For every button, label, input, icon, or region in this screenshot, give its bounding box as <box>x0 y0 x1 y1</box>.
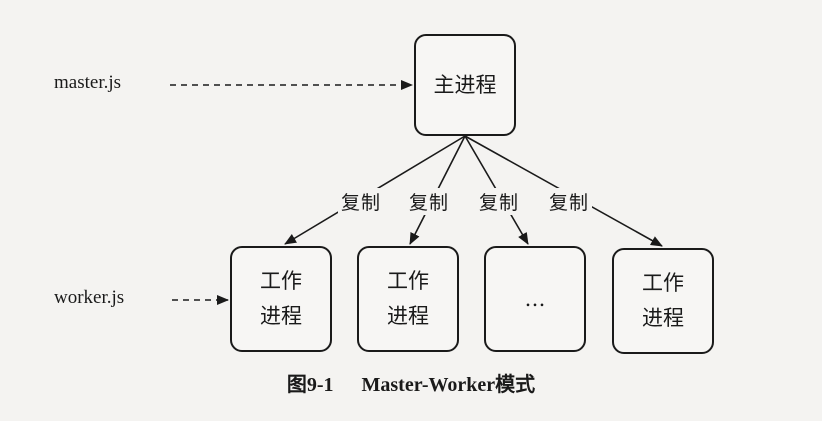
copy-label-2: 复制 <box>406 188 453 215</box>
figure-title: Master-Worker模式 <box>361 374 536 396</box>
worker-label-line2: 进程 <box>387 304 429 328</box>
worker-label-line2: 进程 <box>260 304 302 328</box>
worker-process-box: 工作 进程 <box>357 246 459 352</box>
worker-label-line2: 进程 <box>642 306 684 330</box>
worker-label-line1: 工作 <box>642 271 684 296</box>
figure-number: 图9-1 <box>286 374 334 396</box>
figure-caption: 图9-1 Master-Worker模式 <box>0 368 822 397</box>
master-js-label: master.js <box>54 72 122 93</box>
copy-label-3: 复制 <box>476 188 523 215</box>
worker-process-box: 工作 进程 <box>612 248 714 354</box>
worker-js-label: worker.js <box>54 287 125 308</box>
worker-ellipsis-box: … <box>484 246 586 352</box>
worker-label-line1: 工作 <box>260 269 302 294</box>
master-process-box: 主进程 <box>414 34 516 136</box>
copy-label-1: 复制 <box>338 188 385 215</box>
worker-ellipsis-label: … <box>524 286 546 311</box>
master-process-label: 主进程 <box>433 72 497 97</box>
worker-process-box: 工作 进程 <box>230 246 332 352</box>
copy-label-4: 复制 <box>546 188 593 215</box>
worker-label-line1: 工作 <box>387 269 429 294</box>
